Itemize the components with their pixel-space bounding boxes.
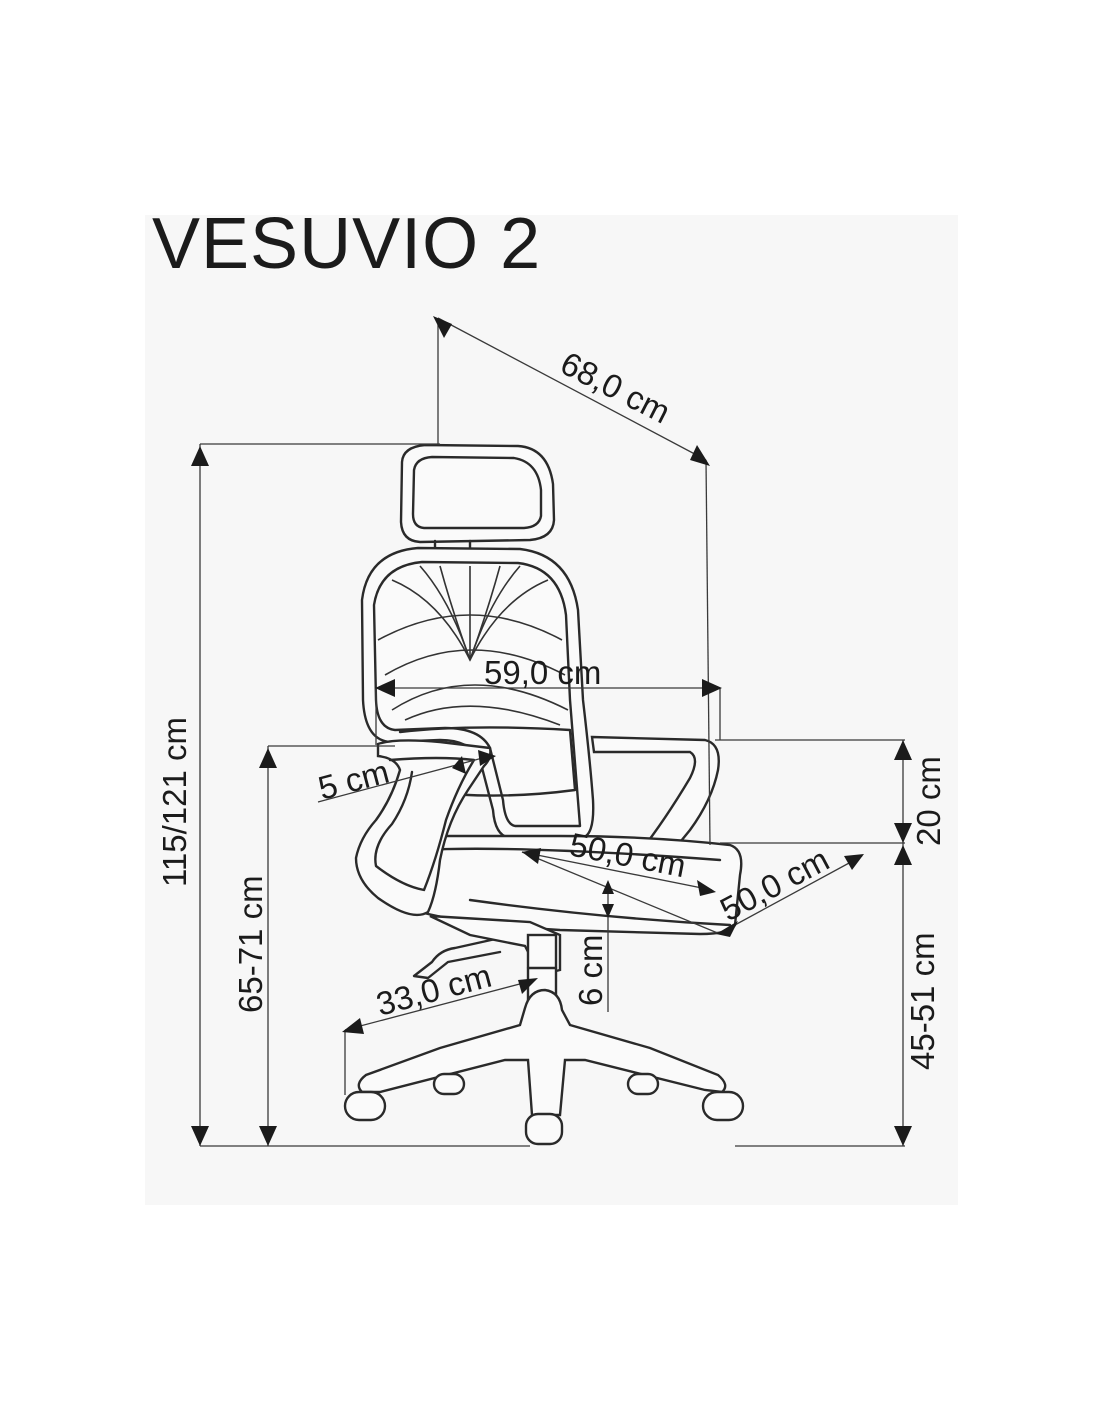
label-seat-height: 45-51 cm [904,932,941,1070]
tilt-lever [412,936,502,980]
armrest-left-inner [374,756,476,892]
lumbar-support [398,726,577,797]
dimension-guides [199,317,905,1147]
chair-illustration [343,443,745,1146]
casters [343,1072,745,1146]
label-armrest-width: 5 cm [314,753,393,807]
label-seat-adjust: 6 cm [572,934,609,1006]
product-title: VESUVIO 2 [152,204,542,284]
label-armrest-height: 65-71 cm [232,875,269,1013]
star-base [357,988,727,1117]
label-depth-diagonal: 68,0 cm [555,344,676,430]
dimension-arrows [191,316,912,1146]
headrest-inner [411,455,543,530]
dimension-labels: 68,0 cm 115/121 cm 65-71 cm 59,0 cm 5 cm… [156,344,947,1070]
label-backrest-height: 20 cm [910,756,947,846]
label-seat-width: 59,0 cm [484,654,601,691]
label-total-height: 115/121 cm [156,717,193,887]
label-base-radius: 33,0 cm [372,957,495,1023]
headrest [399,443,556,544]
backrest-frame [360,546,595,840]
backrest-mesh [377,565,569,726]
seat-edge [418,847,732,927]
